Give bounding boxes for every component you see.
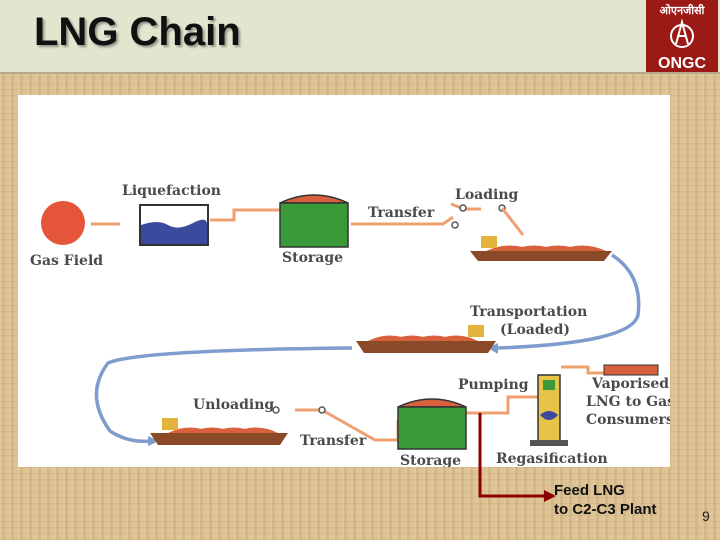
unloading-label: Unloading bbox=[193, 397, 274, 413]
feed-note: Feed LNG to C2-C3 Plant bbox=[554, 481, 657, 519]
loading-label: Loading bbox=[455, 187, 519, 203]
feed-note-line1: Feed LNG bbox=[554, 482, 625, 499]
vaporised-label-1: Vaporised bbox=[591, 376, 669, 392]
title-bar: LNG Chain ओएनजीसी ONGC bbox=[0, 0, 720, 74]
shipping-routes bbox=[94, 253, 641, 444]
pipes bbox=[91, 202, 608, 442]
lng-ship-loading-icon bbox=[470, 236, 612, 261]
page-number: 9 bbox=[702, 508, 710, 524]
storage-tank-bottom-icon bbox=[397, 398, 467, 450]
transportation-label-2: (Loaded) bbox=[500, 322, 570, 338]
logo-brand-text: ONGC bbox=[658, 55, 706, 72]
transportation-label-1: Transportation bbox=[470, 304, 587, 320]
storage-top-label: Storage bbox=[282, 250, 343, 266]
storage-tank-top-icon bbox=[279, 194, 349, 248]
storage-bottom-label: Storage bbox=[400, 453, 461, 467]
regasification-unit-icon bbox=[530, 374, 568, 446]
lng-ship-transport-icon bbox=[356, 325, 496, 353]
gas-field-icon bbox=[41, 201, 85, 245]
gas-outlet-pipe-icon bbox=[603, 364, 659, 376]
lng-ship-unloading-icon bbox=[150, 418, 288, 445]
logo-script-text: ओएनजीसी bbox=[660, 3, 706, 17]
vaporised-label-2: LNG to Gas bbox=[586, 394, 670, 410]
liquefaction-icon bbox=[139, 204, 209, 246]
transfer-bottom-label: Transfer bbox=[300, 433, 367, 449]
transfer-top-label: Transfer bbox=[368, 205, 435, 221]
page-title: LNG Chain bbox=[34, 10, 241, 54]
vaporised-label-3: Consumers bbox=[586, 412, 670, 428]
valves bbox=[272, 204, 506, 414]
gas-field-label: Gas Field bbox=[30, 253, 103, 269]
feed-note-line2: to C2-C3 Plant bbox=[554, 501, 657, 518]
liquefaction-label: Liquefaction bbox=[122, 183, 221, 199]
lng-chain-diagram: Gas Field Liquefaction Storage Transfer … bbox=[18, 95, 670, 467]
ongc-logo: ओएनजीसी ONGC bbox=[646, 0, 718, 72]
pumping-label: Pumping bbox=[458, 377, 529, 393]
regasification-label: Regasification bbox=[496, 451, 608, 467]
